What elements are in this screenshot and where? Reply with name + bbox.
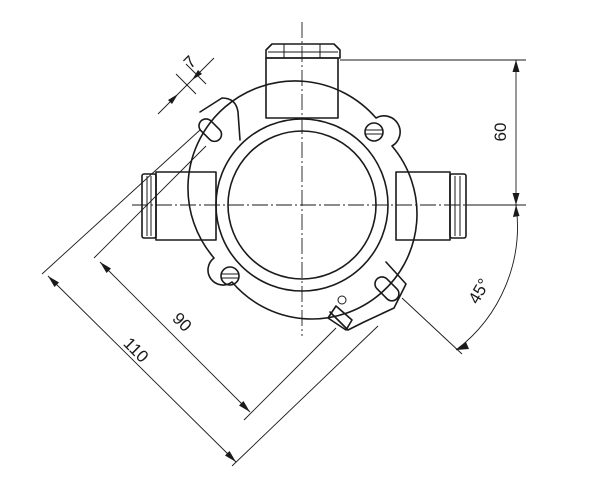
- dimension-110: 110: [41, 129, 379, 467]
- mounting-lug-bottom-right: [327, 261, 407, 331]
- dimension-60-label: 60: [491, 123, 510, 142]
- lid-screw-top-right: [364, 122, 384, 142]
- box-body: [187, 80, 418, 320]
- left-hub: [141, 171, 217, 241]
- dimension-110-label: 110: [120, 334, 153, 367]
- right-hub: [395, 171, 467, 241]
- mounting-lug-top-left: [198, 97, 241, 143]
- dimension-7: 7: [157, 52, 215, 115]
- dimension-60: 60: [340, 59, 526, 206]
- dimension-90-label: 90: [168, 309, 195, 336]
- dimension-angle-45: 45°: [401, 204, 520, 355]
- lid-screw-bottom-left: [220, 266, 240, 286]
- dimension-angle-45-label: 45°: [465, 275, 494, 307]
- dimension-7-label: 7: [180, 52, 200, 72]
- centre-lines: [132, 22, 490, 336]
